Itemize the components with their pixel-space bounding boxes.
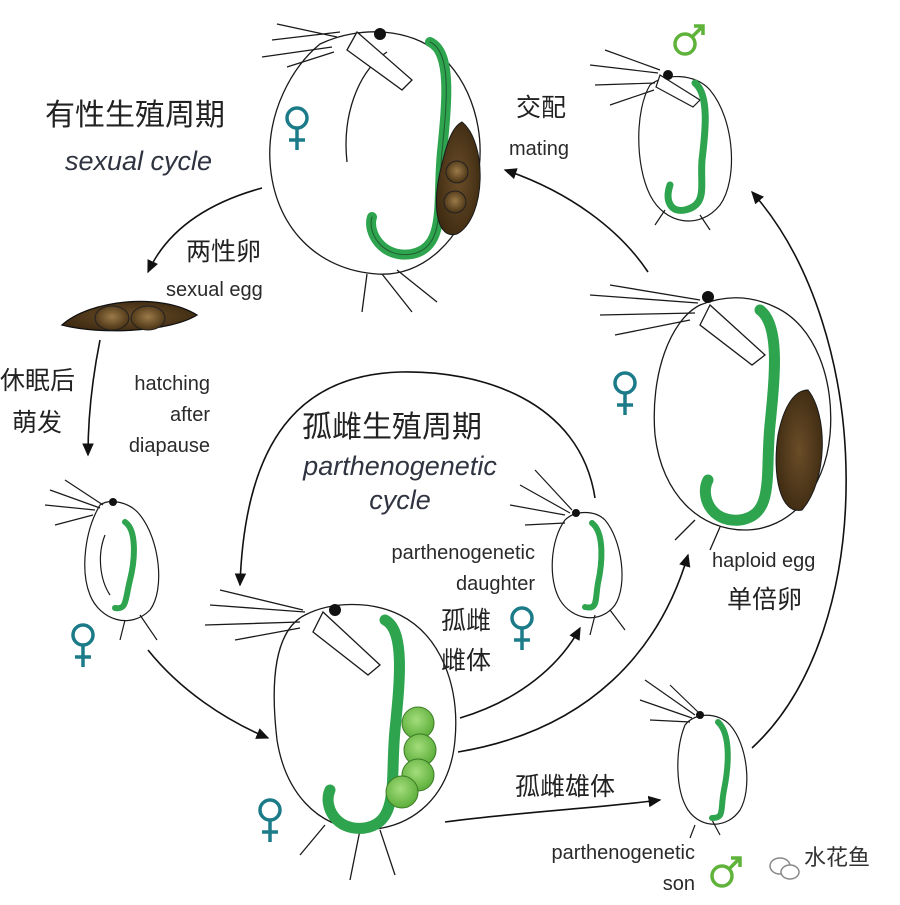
sexual-egg-label-en: sexual egg [166,279,263,301]
arrow-to-mother [147,649,270,739]
male-daphnia [589,49,733,231]
sexual-female-daphnia [261,23,481,313]
haploid-egg-female-daphnia [589,284,832,551]
hatching-label-en-line2: after [169,404,210,426]
haploid-egg-label-en: haploid egg [712,550,816,572]
arrow-parthenogenetic-loop [234,371,596,587]
sexual-egg-label-zh: 两性卵 [186,237,262,266]
hatching-label-en-line1: hatching [134,373,210,395]
arrow-son-to-male [751,190,847,749]
female-symbol-haploid [613,371,637,415]
daughter-label-en-line2: daughter [456,573,535,595]
arrow-mating [503,168,649,273]
mating-label-zh: 交配 [516,93,567,122]
mating-label-en: mating [509,138,570,160]
male-symbol-son [710,856,742,888]
cycle-arrows [82,168,847,823]
son-label-en-line2: son [662,873,695,895]
daughter-label-en-line1: parthenogenetic [391,542,535,564]
watermark: 水花鱼 [804,840,870,872]
sexual-cycle-title-zh: 有性生殖周期 [45,98,225,133]
female-symbol-sexual [285,106,309,150]
daughter-label-zh-line2: 雌体 [441,646,492,675]
parthenogenetic-daughter-daphnia [509,469,626,636]
parthenogenetic-cycle-title-en-line2: cycle [369,485,431,515]
arrow-hatching [82,339,101,457]
sexual-egg-ephippium [60,300,199,332]
hatching-label-zh-line1: 休眠后 [0,366,76,395]
female-symbol-daughter [510,606,534,650]
female-symbol-mother [258,798,282,842]
watermark-text: 水花鱼 [803,846,870,871]
parthenogenetic-cycle-title-en-line1: parthenogenetic [303,451,497,481]
hatched-juvenile-daphnia [44,479,160,641]
arrow-to-daughter [459,626,581,719]
son-label-zh: 孤雌雄体 [515,772,616,801]
parthenogenetic-mother-daphnia [204,589,457,881]
parthenogenetic-son-daphnia [639,679,748,839]
watermark-chat-icon [769,857,800,880]
arrow-to-son [444,795,662,823]
son-label-en-line1: parthenogenetic [551,842,695,864]
male-symbol-top [673,24,705,56]
hatching-label-zh-line2: 萌发 [12,408,63,437]
arrow-to-sexual-egg [147,187,263,274]
parthenogenetic-cycle-title-zh: 孤雌生殖周期 [302,410,482,445]
female-symbol-juvenile [71,623,95,667]
hatching-label-en-line3: diapause [128,435,210,457]
haploid-egg-label-zh: 单倍卵 [727,585,803,614]
arrow-to-haploid-female [457,553,691,753]
sexual-cycle-title-en: sexual cycle [65,146,213,176]
daughter-label-zh-line1: 孤雌 [441,606,492,635]
